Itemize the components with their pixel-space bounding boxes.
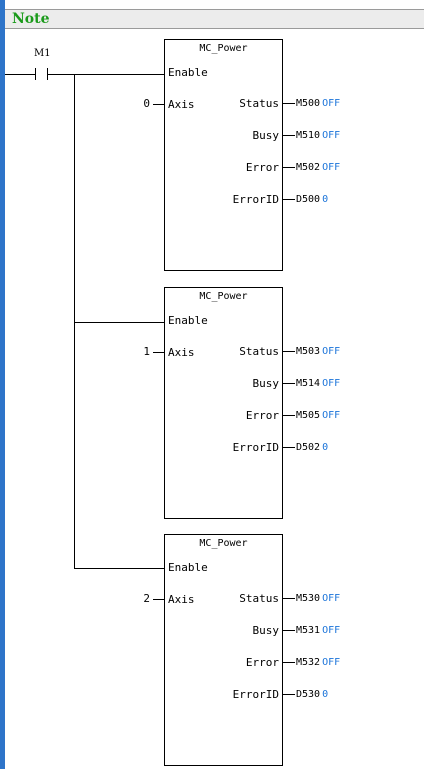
output-pin-label: ErrorID: [232, 193, 279, 206]
output-variable-name: M514: [296, 378, 321, 389]
output-pin-label: ErrorID: [232, 441, 279, 454]
output-variable-value: OFF: [322, 410, 341, 421]
block-title: MC_Power: [199, 538, 248, 549]
output-line: [283, 199, 295, 200]
block-title: MC_Power: [199, 43, 248, 54]
enable-pin-label: Enable: [168, 66, 208, 79]
axis-input-value[interactable]: 2: [143, 592, 150, 605]
output-variable-name: M530: [296, 593, 321, 604]
output-line: [283, 447, 295, 448]
axis-input-line: [153, 104, 164, 105]
axis-pin-label: Axis: [168, 98, 195, 111]
enable-pin-label: Enable: [168, 561, 208, 574]
output-line: [283, 598, 295, 599]
output-variable-name: D530: [296, 689, 321, 700]
output-pin-label: Busy: [252, 624, 280, 637]
output-line: [283, 167, 295, 168]
branch-vertical-line: [74, 74, 75, 568]
contact-to-block-line: [47, 74, 164, 75]
output-line: [283, 103, 295, 104]
contact-left-bar: [35, 68, 36, 80]
branch-to-block-3: [74, 568, 164, 569]
contact-label[interactable]: M1: [34, 48, 51, 59]
output-variable-value: OFF: [322, 593, 341, 604]
note-title: Note: [12, 11, 50, 27]
output-variable-name: D502: [296, 442, 321, 453]
output-pin-label: Busy: [252, 377, 280, 390]
output-pin-label: Status: [239, 345, 279, 358]
output-line: [283, 662, 295, 663]
output-variable-name: D500: [296, 194, 321, 205]
power-rail-to-contact: [5, 74, 35, 75]
output-line: [283, 694, 295, 695]
output-variable-name: M502: [296, 162, 321, 173]
output-variable-value: OFF: [322, 98, 341, 109]
branch-to-block-2: [74, 322, 164, 323]
output-variable-name: M510: [296, 130, 321, 141]
output-variable-name: M505: [296, 410, 321, 421]
output-variable-name: M532: [296, 657, 321, 668]
output-variable-value: OFF: [322, 378, 341, 389]
axis-input-line: [153, 352, 164, 353]
axis-pin-label: Axis: [168, 346, 195, 359]
output-line: [283, 383, 295, 384]
block-title: MC_Power: [199, 291, 248, 302]
output-pin-label: Error: [245, 161, 279, 174]
output-variable-value: OFF: [322, 625, 341, 636]
output-pin-label: Busy: [252, 129, 280, 142]
network-note-bar[interactable]: Note: [5, 9, 424, 29]
output-variable-value: OFF: [322, 657, 341, 668]
axis-input-line: [153, 599, 164, 600]
output-variable-value: OFF: [322, 346, 341, 357]
axis-input-value[interactable]: 1: [143, 345, 150, 358]
output-pin-label: Status: [239, 97, 279, 110]
output-line: [283, 351, 295, 352]
output-variable-value: 0: [322, 442, 329, 453]
output-pin-label: ErrorID: [232, 688, 279, 701]
editor-left-margin: [0, 0, 5, 769]
output-variable-name: M531: [296, 625, 321, 636]
output-line: [283, 630, 295, 631]
output-pin-label: Error: [245, 656, 279, 669]
output-line: [283, 135, 295, 136]
output-pin-label: Error: [245, 409, 279, 422]
output-line: [283, 415, 295, 416]
axis-pin-label: Axis: [168, 593, 195, 606]
enable-pin-label: Enable: [168, 314, 208, 327]
output-variable-name: M500: [296, 98, 321, 109]
axis-input-value[interactable]: 0: [143, 97, 150, 110]
output-variable-value: 0: [322, 194, 329, 205]
output-variable-name: M503: [296, 346, 321, 357]
output-variable-value: OFF: [322, 130, 341, 141]
output-pin-label: Status: [239, 592, 279, 605]
output-variable-value: OFF: [322, 162, 341, 173]
output-variable-value: 0: [322, 689, 329, 700]
